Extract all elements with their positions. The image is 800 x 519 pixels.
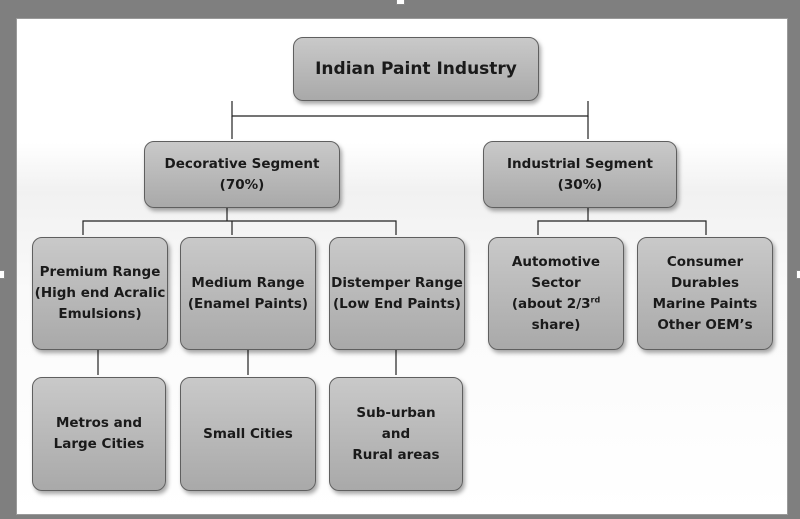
resize-handle-right[interactable] — [796, 270, 800, 279]
node-label: Consumer Durables Marine Paints Other OE… — [652, 253, 758, 333]
node-label: Distemper Range (Low End Paints) — [331, 274, 463, 312]
node-indian-paint-industry: Indian Paint Industry — [293, 37, 539, 101]
node-suburban-rural: Sub-urban and Rural areas — [329, 377, 463, 491]
node-label: Industrial Segment (30%) — [507, 155, 653, 193]
node-label: Medium Range (Enamel Paints) — [187, 274, 309, 312]
node-label: Automotive Sector (about 2/3rd share) — [512, 252, 600, 336]
connector-industrial-sectors — [537, 220, 707, 235]
node-automotive-sector: Automotive Sector (about 2/3rd share) — [488, 237, 624, 350]
node-medium-range: Medium Range (Enamel Paints) — [180, 237, 316, 350]
node-distemper-range: Distemper Range (Low End Paints) — [329, 237, 465, 350]
resize-handle-left[interactable] — [0, 270, 5, 279]
node-label-part: Automotive Sector (about 2/3 — [511, 253, 601, 312]
resize-handle-top[interactable] — [396, 0, 405, 5]
node-metros-large-cities: Metros and Large Cities — [32, 377, 166, 491]
node-label: Decorative Segment (70%) — [164, 155, 320, 193]
node-label: Small Cities — [203, 425, 293, 442]
node-label: Premium Range (High end Acralic Emulsion… — [34, 264, 166, 322]
connector-decorative-ranges — [82, 220, 397, 235]
node-industrial-segment: Industrial Segment (30%) — [483, 141, 677, 208]
node-consumer-durables: Consumer Durables Marine Paints Other OE… — [637, 237, 773, 350]
node-small-cities: Small Cities — [180, 377, 316, 491]
node-label: Sub-urban and Rural areas — [352, 404, 440, 463]
node-label: Metros and Large Cities — [53, 415, 145, 452]
connector-root-segments — [231, 101, 589, 117]
node-label: Indian Paint Industry — [315, 58, 517, 79]
connector-lines — [82, 101, 707, 375]
diagram-canvas: Indian Paint Industry Decorative Segment… — [16, 18, 788, 515]
node-premium-range: Premium Range (High end Acralic Emulsion… — [32, 237, 168, 350]
node-decorative-segment: Decorative Segment (70%) — [144, 141, 340, 208]
ordinal-suffix: rd — [590, 295, 601, 304]
node-label-part: share) — [531, 316, 581, 333]
